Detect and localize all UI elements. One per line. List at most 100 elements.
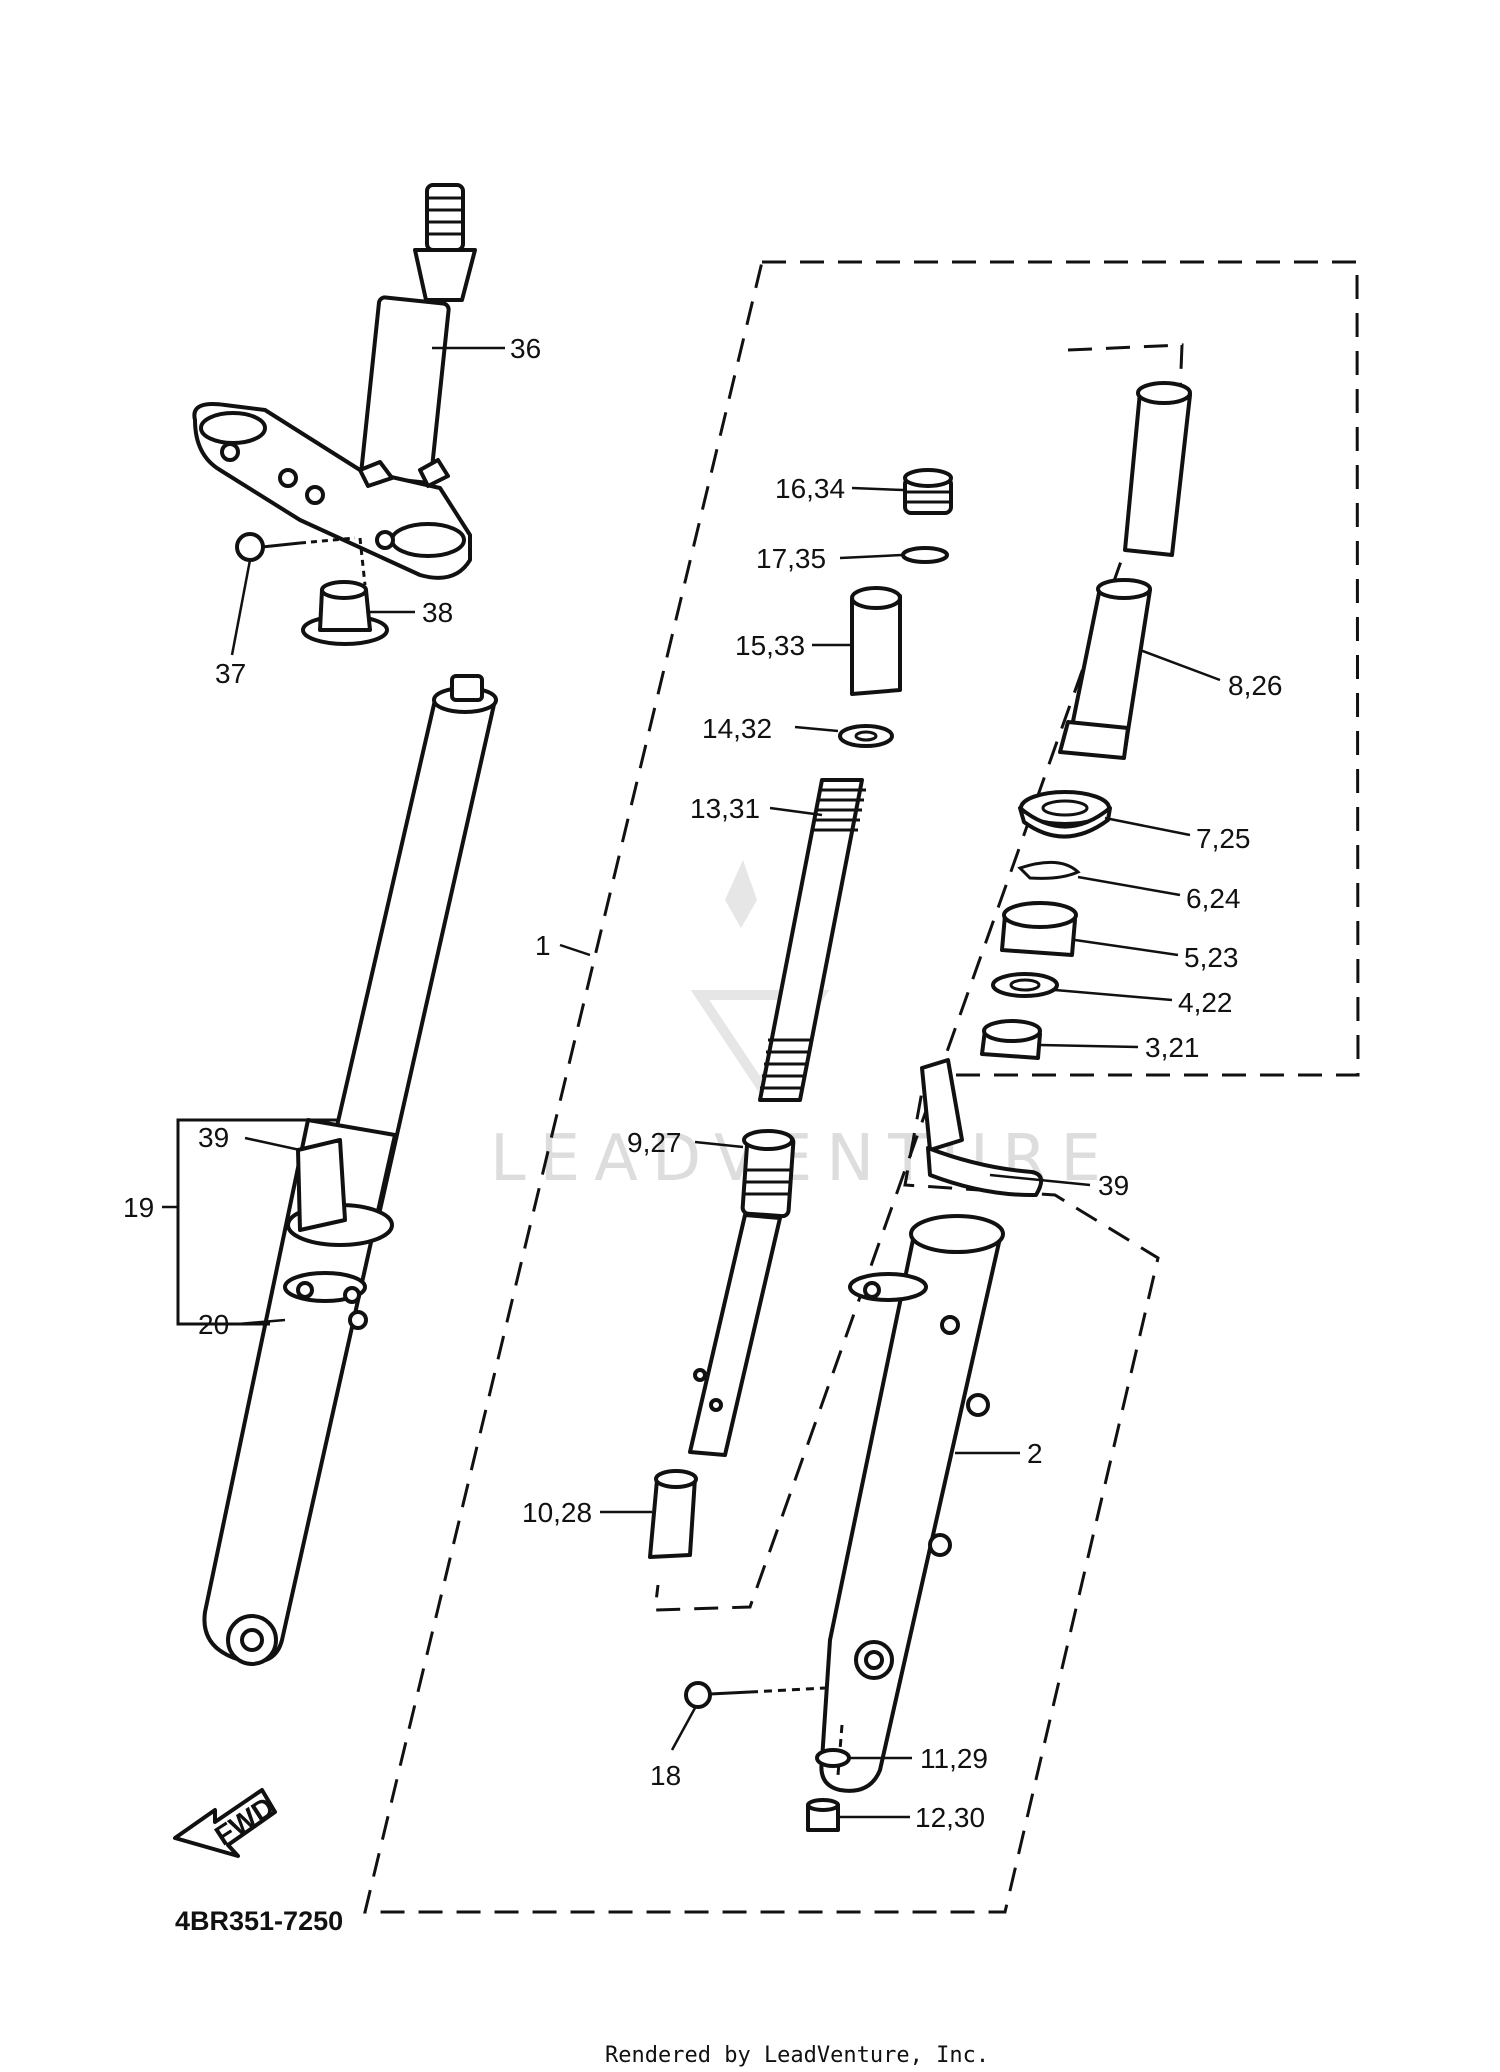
collar-top [320,580,368,600]
bracket-hole [375,530,395,550]
stem-base-tab [418,458,450,488]
leader-13 [769,806,823,817]
diagram-code: 4BR351-7250 [175,1906,343,1936]
bolt-18-shank [709,1690,751,1696]
dust-seal-7-lip [1018,806,1112,839]
callout-labels: 36 38 37 16,34 17,35 15,33 14,32 13,31 1… [123,333,1283,1833]
stem-thread-lines [427,196,463,236]
label-37: 37 [215,658,246,689]
washer-14 [838,724,894,748]
drain-bolt-top [806,1798,840,1812]
spring-coils-top [812,788,866,832]
oil-lock-piece-top [654,1469,698,1489]
leader-8 [1139,648,1221,682]
leader-5 [1074,938,1179,957]
leader-39a [244,1136,301,1152]
stem-collar [413,248,477,302]
damper-rod-rings [743,1168,791,1196]
lug-hole [863,1281,881,1299]
bolt-18-head-icon [684,1681,712,1709]
label-4-22: 4,22 [1178,987,1233,1018]
leader-6 [1077,875,1181,897]
right-outer-lug [848,1272,928,1302]
label-3-21: 3,21 [1145,1032,1200,1063]
lug-bolt [940,1315,960,1335]
leader-9 [694,1140,744,1149]
outer-tube-2 [819,1214,1005,1793]
fwd-arrow-shape [173,1788,277,1858]
bracket-hole [305,485,325,505]
stem-base-tab [358,460,394,488]
label-5-23: 5,23 [1184,942,1239,973]
lug-hole [343,1286,361,1304]
bracket-hole [220,442,240,462]
label-18: 18 [650,1760,681,1791]
damper-rod-hole [709,1398,723,1412]
lug-hole [296,1281,314,1299]
spacer-15 [850,594,902,696]
label-38: 38 [422,597,453,628]
label-11-29: 11,29 [920,1743,988,1774]
label-14-32: 14,32 [702,713,772,744]
spring-coils-bottom [760,1038,812,1090]
right-fork-cover-bracket [920,1058,964,1152]
stem-shaft [359,295,451,485]
label-10-28: 10,28 [522,1497,592,1528]
label-16-34: 16,34 [775,473,845,504]
inner-tube-group-boundary [653,343,1184,1612]
inner-tube-upper [1123,390,1192,557]
leader-3 [1039,1043,1139,1049]
washer-hole [854,730,878,742]
caliper-mount-upper [966,1393,990,1417]
right-upper-parts [980,381,1192,1060]
left-axle-hole [240,1628,264,1652]
clip-6 [1017,860,1081,880]
dust-seal-7-hole [1041,799,1089,817]
label-36: 36 [510,333,541,364]
bolt-18-axis [749,1686,826,1694]
washer-11 [815,1748,851,1768]
leader-7 [1104,816,1191,837]
leader-1 [559,943,591,957]
left-fork-cap [450,674,484,702]
leader-4 [1054,988,1173,1002]
leader-lines [230,346,1221,1819]
steering-stem-assembly [192,183,477,580]
bolt-axis [358,537,367,586]
leader-37 [230,559,252,656]
cap-bolt-top [903,468,953,488]
label-12-30: 12,30 [915,1802,985,1833]
bolt-head-icon [235,532,265,562]
label-39-right: 39 [1098,1170,1129,1201]
stem-thread [425,183,465,252]
collar-38 [301,580,389,646]
label-1: 1 [535,930,551,961]
washer-4-hole [1009,978,1041,992]
damper-rod-hole [693,1368,707,1382]
label-39-left: 39 [198,1122,229,1153]
oil-seal-5-top [1002,901,1078,929]
bolt-shank [261,541,301,549]
o-ring-17 [901,546,949,564]
damper-rod-head-top [742,1129,794,1151]
render-credit: Rendered by LeadVenture, Inc. [605,2043,989,2068]
leader-17 [839,553,903,560]
label-8-26: 8,26 [1228,670,1283,701]
watermark-flame-icon [725,860,757,928]
label-9-27: 9,27 [627,1127,682,1158]
left-fork-cover [296,1138,347,1232]
washer-4 [991,972,1059,998]
label-19: 19 [123,1192,154,1223]
label-20: 20 [198,1309,229,1340]
right-outer-tube [819,1228,1002,1793]
label-2: 2 [1027,1438,1043,1469]
label-6-24: 6,24 [1186,883,1241,914]
slide-bush-3-top [982,1019,1042,1043]
leader-39b [989,1173,1091,1187]
right-axle-hole [864,1650,884,1670]
fwd-arrow-icon: FWD [173,1788,280,1858]
damper-rod-shaft [688,1213,782,1457]
bracket-clamp-left [199,411,267,445]
complete-fork-19 [202,674,498,1666]
